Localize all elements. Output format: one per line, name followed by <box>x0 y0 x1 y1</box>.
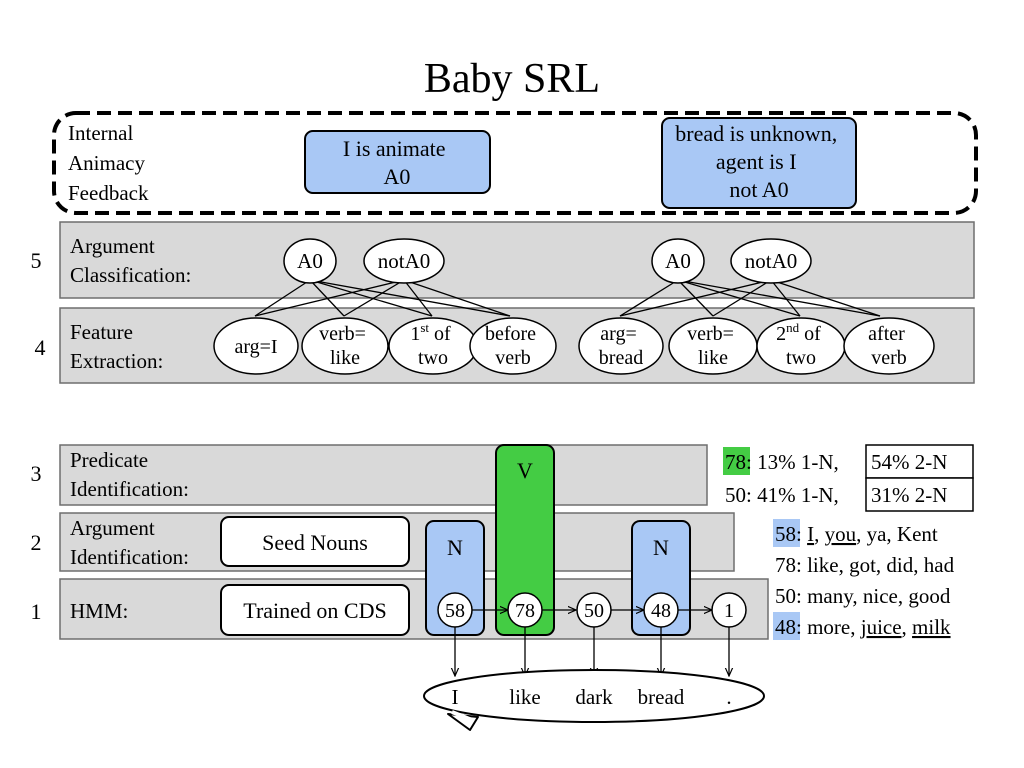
emission-arrows <box>455 627 729 676</box>
class-node-a0-left: A0 <box>283 238 337 284</box>
cluster-panel: 58: I, you, ya, Kent 78: like, got, did,… <box>773 519 955 640</box>
svg-text:1st of two: 1st of two <box>410 320 455 369</box>
feature-node-verb-like-right: verb= like <box>668 317 758 375</box>
feature-node-second-of-two: 2nd of two <box>756 317 846 375</box>
svg-text:1: 1 <box>724 600 734 622</box>
svg-text:V: V <box>517 458 533 483</box>
feedback-label: Internal Animacy Feedback <box>68 121 150 205</box>
layer-1-label: HMM: <box>70 599 128 623</box>
cluster-48: 48: more, juice, milk <box>775 615 951 639</box>
hmm-state-78: 78 <box>507 592 543 628</box>
layer-3-number: 3 <box>31 461 42 486</box>
layer-3-label: Predicate Identification: <box>70 448 189 501</box>
svg-text:before verb: before verb <box>485 323 541 369</box>
class-node-nota0-right: notA0 <box>730 238 812 284</box>
feature-node-first-of-two: 1st of two <box>388 317 478 375</box>
svg-text:Seed Nouns: Seed Nouns <box>262 530 368 555</box>
hmm-state-58: 58 <box>437 592 473 628</box>
svg-text:Trained on CDS: Trained on CDS <box>243 598 386 623</box>
feature-node-arg-bread: arg= bread <box>578 317 664 375</box>
svg-text:notA0: notA0 <box>378 249 431 273</box>
svg-text:N: N <box>447 535 463 560</box>
sentence-word-like: like <box>509 685 541 709</box>
animacy-feedback-frame: Internal Animacy Feedback I is animate A… <box>52 111 978 215</box>
class-node-a0-right: A0 <box>651 238 705 284</box>
layer-3-band <box>59 444 708 506</box>
class-node-nota0-left: notA0 <box>363 238 445 284</box>
stats-row-2-boxed: 31% 2-N <box>871 483 947 507</box>
svg-text:58: 58 <box>445 600 465 622</box>
svg-text:arg= bread: arg= bread <box>599 323 643 369</box>
hmm-state-50: 50 <box>576 592 612 628</box>
sentence-word-i: I <box>452 685 459 709</box>
stats-row-1: 78: 13% 1-N, <box>725 450 839 474</box>
seed-nouns-box: Seed Nouns <box>220 516 410 567</box>
sentence-word-bread: bread <box>638 685 685 709</box>
layer-5-band <box>59 221 975 299</box>
layer-2-number: 2 <box>31 530 42 555</box>
sentence-speech-bubble: I like dark bread . <box>423 669 765 731</box>
svg-text:bread is unknown, agen: bread is unknown, agent is I not A0 <box>675 121 842 202</box>
cluster-58: 58: I, you, ya, Kent <box>775 522 938 546</box>
layer-1-number: 1 <box>31 599 42 624</box>
svg-text:A0: A0 <box>297 249 323 273</box>
feature-node-arg-i: arg=I <box>213 317 299 375</box>
svg-text:A0: A0 <box>665 249 691 273</box>
feedback-box-animate: I is animate A0 <box>304 130 491 194</box>
svg-text:78: 78 <box>515 600 535 622</box>
layer-4-number: 4 <box>35 335 46 360</box>
svg-text:50: 50 <box>584 600 604 622</box>
svg-text:verb= like: verb= like <box>319 323 371 369</box>
svg-text:2nd of two: 2nd of two <box>776 320 826 369</box>
svg-text:48: 48 <box>651 600 671 622</box>
svg-text:notA0: notA0 <box>745 249 798 273</box>
feature-node-before-verb: before verb <box>469 317 557 375</box>
svg-text:after verb: after verb <box>868 323 910 369</box>
sentence-word-dark: dark <box>575 685 613 709</box>
stats-row-2: 50: 41% 1-N, <box>725 483 839 507</box>
hmm-state-48: 48 <box>643 592 679 628</box>
hmm-state-1: 1 <box>711 592 747 628</box>
svg-text:N: N <box>653 535 669 560</box>
layer-4-label: Feature Extraction: <box>70 320 163 373</box>
layer-2-label: Argument Identification: <box>70 516 189 569</box>
stats-row-1-boxed: 54% 2-N <box>871 450 947 474</box>
feature-node-verb-like-left: verb= like <box>301 317 389 375</box>
trained-on-cds-box: Trained on CDS <box>220 584 410 636</box>
stats-panel: 78: 13% 1-N, 54% 2-N 50: 41% 1-N, 31% 2-… <box>723 444 974 512</box>
svg-text:verb= like: verb= like <box>687 323 739 369</box>
feature-node-after-verb: after verb <box>843 317 935 375</box>
cluster-50: 50: many, nice, good <box>775 584 951 608</box>
svg-text:I is animate A0: I is animate A0 <box>343 136 451 189</box>
layer-5-label: Argument Classification: <box>70 234 191 287</box>
sentence-word-period: . <box>726 685 731 709</box>
svg-text:arg=I: arg=I <box>234 336 277 358</box>
layer-5-number: 5 <box>31 248 42 273</box>
diagram-title: Baby SRL <box>424 56 600 102</box>
feedback-box-unknown: bread is unknown, agent is I not A0 <box>661 117 857 209</box>
cluster-78: 78: like, got, did, had <box>775 553 955 577</box>
classification-feature-links <box>254 279 881 317</box>
